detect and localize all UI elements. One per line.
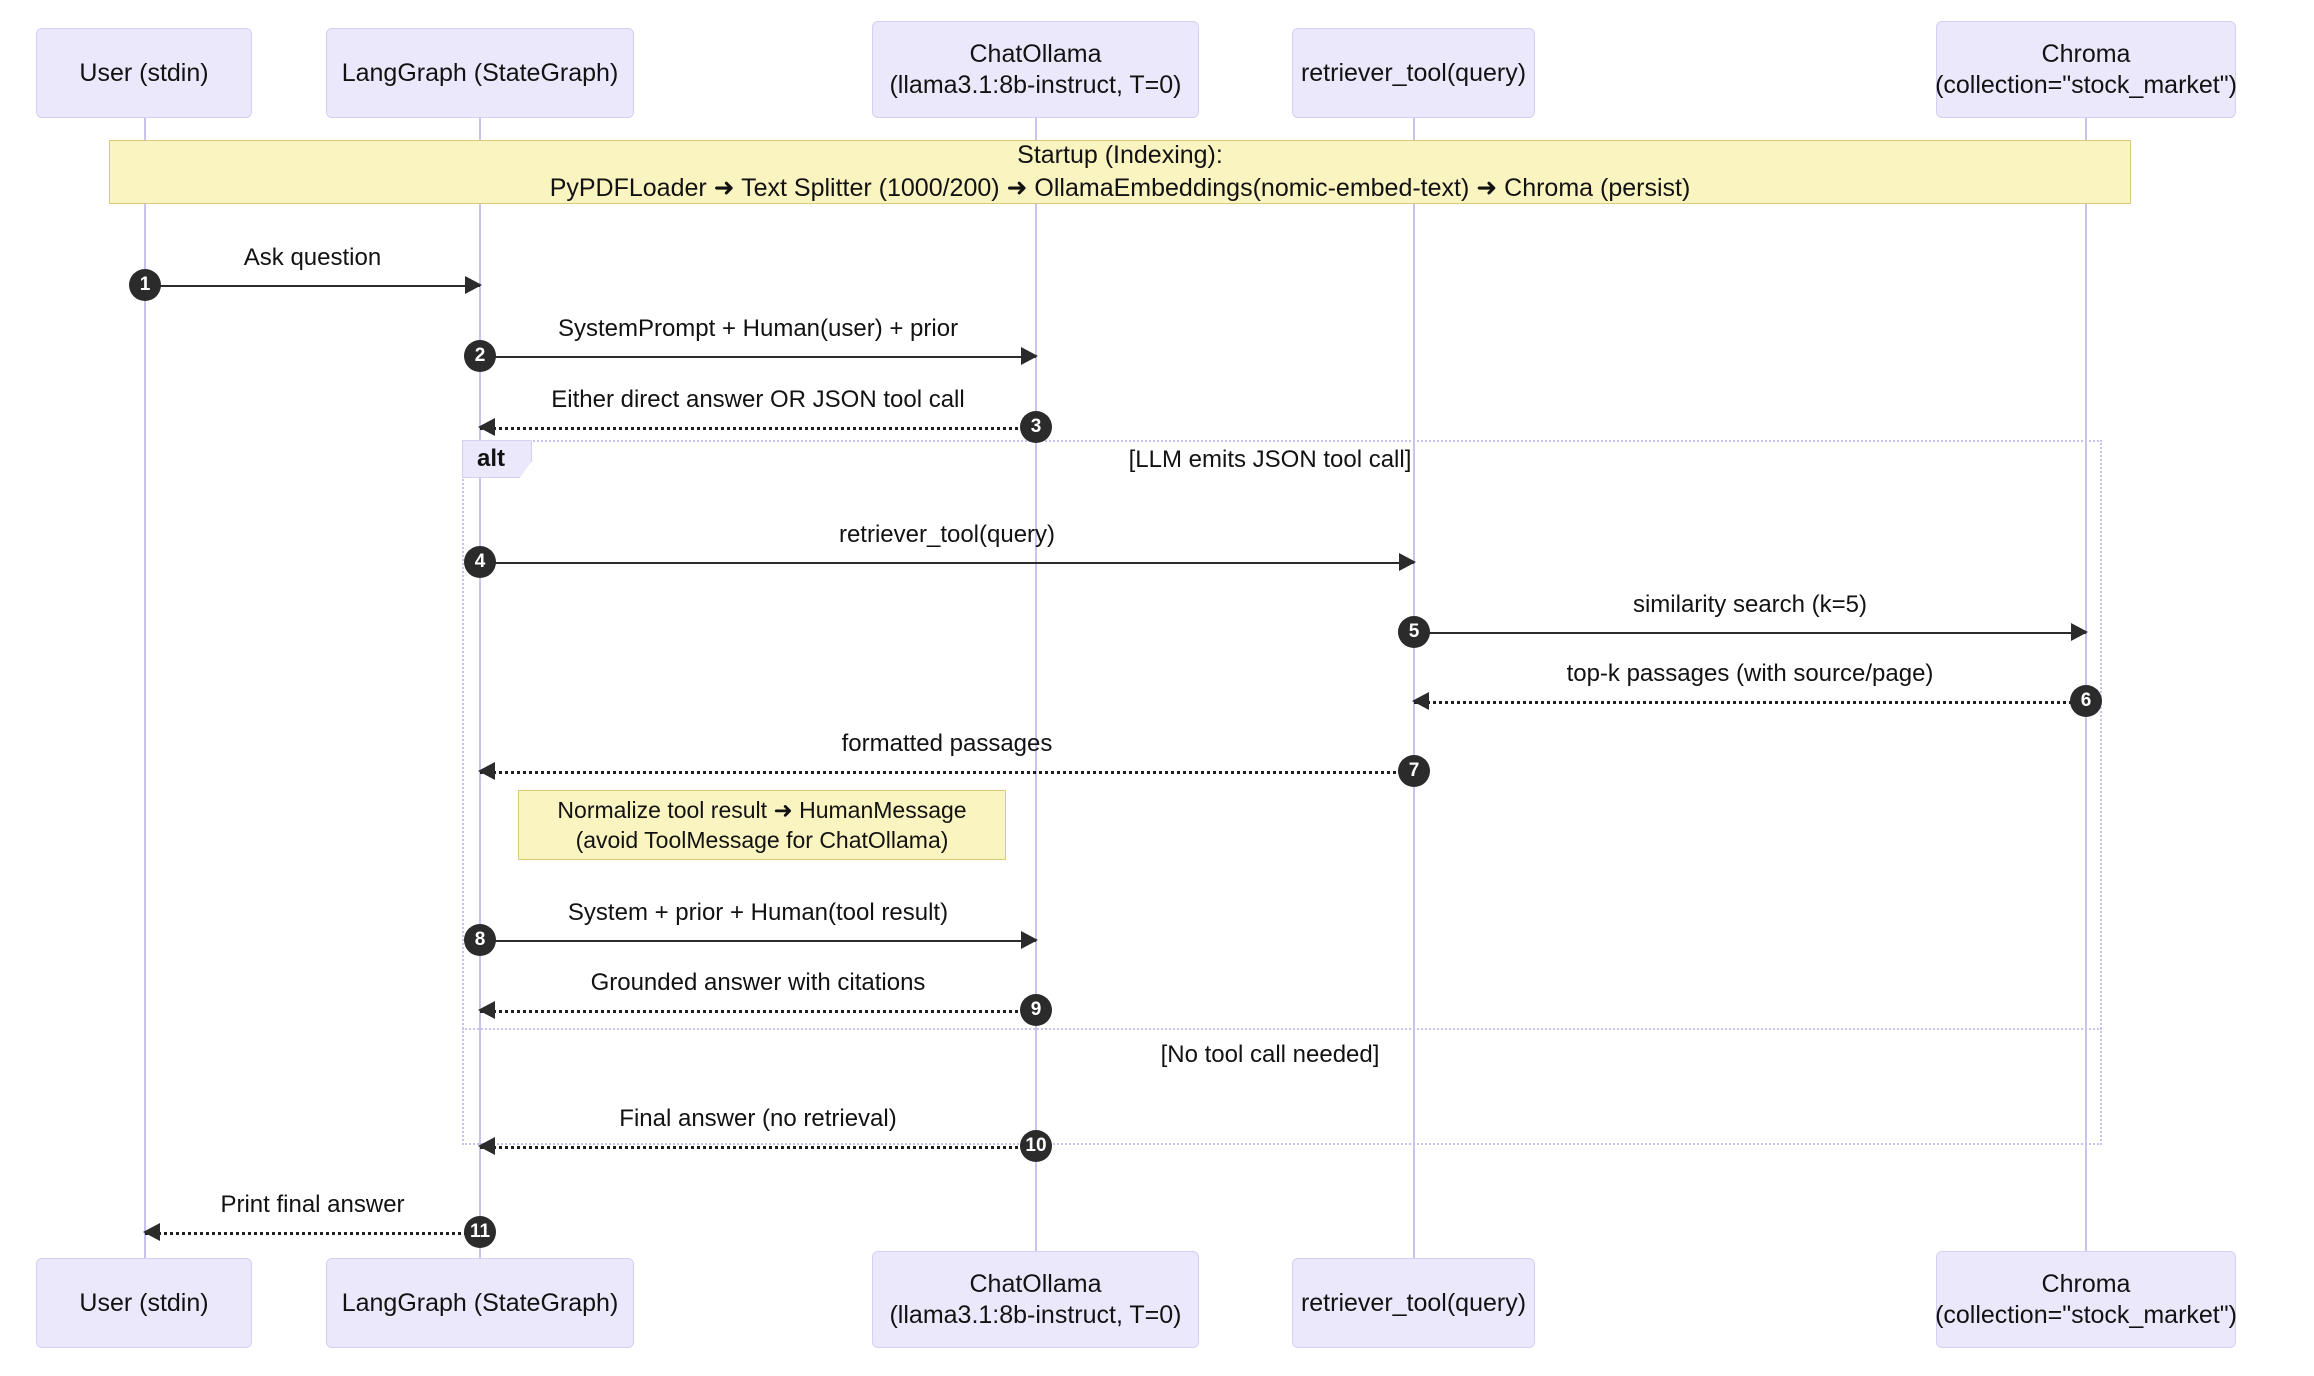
- message-label: Ask question: [243, 244, 382, 271]
- message-line: [480, 1146, 1036, 1149]
- arrowhead-right-icon: [2071, 623, 2088, 641]
- sequence-badge: 1: [129, 269, 161, 301]
- arrowhead-right-icon: [1021, 931, 1038, 949]
- arrowhead-left-icon: [478, 762, 495, 780]
- participant-llm-bottom[interactable]: ChatOllama (llama3.1:8b-instruct, T=0): [872, 1251, 1199, 1348]
- arrowhead-left-icon: [1412, 692, 1429, 710]
- message-label: Either direct answer OR JSON tool call: [551, 386, 965, 413]
- arrowhead-left-icon: [478, 1001, 495, 1019]
- lifeline-langgraph: [479, 118, 481, 1258]
- lifeline-tool: [1413, 118, 1415, 1258]
- participant-chroma-bottom[interactable]: Chroma (collection="stock_market"): [1935, 1251, 2237, 1348]
- message-line: [480, 562, 1414, 564]
- note-normalize: Normalize tool result ➜ HumanMessage (av…: [518, 790, 1006, 860]
- participant-user-top[interactable]: User (stdin): [36, 28, 252, 118]
- message-label: Final answer (no retrieval): [619, 1105, 897, 1132]
- sequence-badge: 3: [1020, 411, 1052, 443]
- participant-langgraph-bottom[interactable]: LangGraph (StateGraph): [326, 1258, 634, 1348]
- arrowhead-left-icon: [478, 1137, 495, 1155]
- message-line: [480, 771, 1414, 774]
- sequence-badge: 4: [464, 546, 496, 578]
- sequence-badge: 6: [2070, 685, 2102, 717]
- arrowhead-left-icon: [478, 418, 495, 436]
- lifeline-llm: [1035, 118, 1037, 1258]
- message-label: formatted passages: [841, 730, 1053, 757]
- participant-tool-bottom[interactable]: retriever_tool(query): [1292, 1258, 1535, 1348]
- participant-chroma-top[interactable]: Chroma (collection="stock_market"): [1935, 21, 2237, 118]
- sequence-badge: 7: [1398, 755, 1430, 787]
- lifeline-user: [144, 118, 146, 1258]
- sequence-badge: 10: [1020, 1130, 1052, 1162]
- message-line: [145, 285, 480, 287]
- participant-tool-top[interactable]: retriever_tool(query): [1292, 28, 1535, 118]
- alt-fragment-label: alt: [462, 440, 533, 479]
- sequence-badge: 9: [1020, 994, 1052, 1026]
- alt-fragment-box: [462, 440, 2102, 1145]
- message-line: [480, 940, 1036, 942]
- arrowhead-right-icon: [465, 276, 482, 294]
- arrowhead-right-icon: [1399, 553, 1416, 571]
- message-label: Grounded answer with citations: [590, 969, 926, 996]
- sequence-badge: 2: [464, 340, 496, 372]
- message-label: System + prior + Human(tool result): [567, 899, 949, 926]
- message-label: Print final answer: [220, 1191, 405, 1218]
- message-label: top-k passages (with source/page): [1566, 660, 1934, 687]
- sequence-badge: 8: [464, 924, 496, 956]
- sequence-badge: 5: [1398, 616, 1430, 648]
- message-label: retriever_tool(query): [838, 521, 1056, 548]
- arrowhead-left-icon: [143, 1223, 160, 1241]
- message-label: SystemPrompt + Human(user) + prior: [557, 315, 959, 342]
- message-line: [480, 427, 1036, 430]
- alt-fragment-divider: [462, 1028, 2102, 1030]
- note-startup: Startup (Indexing): PyPDFLoader ➜ Text S…: [109, 140, 2131, 204]
- sequence-badge: 11: [464, 1216, 496, 1248]
- message-line: [1414, 701, 2086, 704]
- message-line: [1414, 632, 2086, 634]
- participant-llm-top[interactable]: ChatOllama (llama3.1:8b-instruct, T=0): [872, 21, 1199, 118]
- message-line: [480, 356, 1036, 358]
- alt-condition-2: [No tool call needed]: [1160, 1041, 1380, 1068]
- arrowhead-right-icon: [1021, 347, 1038, 365]
- message-line: [480, 1010, 1036, 1013]
- participant-langgraph-top[interactable]: LangGraph (StateGraph): [326, 28, 634, 118]
- alt-condition-1: [LLM emits JSON tool call]: [1128, 446, 1412, 473]
- message-label: similarity search (k=5): [1632, 591, 1868, 618]
- message-line: [145, 1232, 480, 1235]
- participant-user-bottom[interactable]: User (stdin): [36, 1258, 252, 1348]
